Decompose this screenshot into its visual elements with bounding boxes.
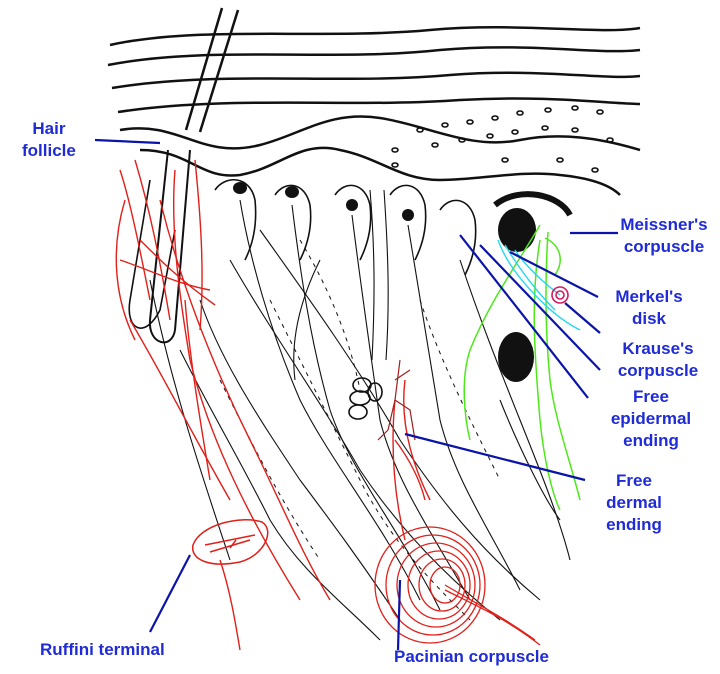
label-pacinian-corpuscle: Pacinian corpuscle [394, 646, 549, 668]
meissner-ending [495, 194, 570, 252]
stratum-cells [392, 106, 613, 172]
dermal-vessel [498, 332, 534, 382]
red-nerve-fibres [116, 160, 430, 650]
cyan-merkel-fibres [498, 240, 580, 330]
free-dermal-branch [378, 360, 415, 440]
hair-shaft [186, 8, 238, 132]
label-ruffini-terminal: Ruffini terminal [40, 639, 165, 661]
papilla-nuclei [233, 182, 414, 221]
nerve-fibres [150, 190, 570, 640]
